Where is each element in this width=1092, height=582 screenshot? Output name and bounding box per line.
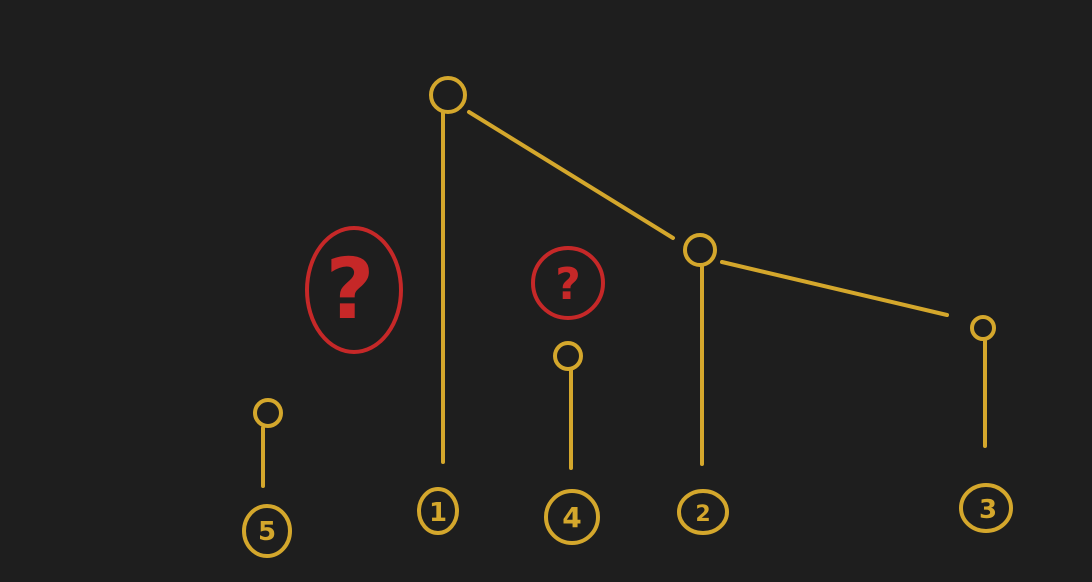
label-circle bbox=[417, 487, 459, 535]
stack-connections bbox=[467, 110, 949, 317]
element-label: 1 bbox=[429, 498, 447, 528]
node-head bbox=[429, 76, 467, 114]
element-label: 4 bbox=[562, 501, 581, 534]
stack-element-1: 1 bbox=[417, 76, 467, 535]
node-head bbox=[683, 233, 717, 267]
node-head bbox=[970, 315, 996, 341]
stack-element-2: 2 bbox=[677, 233, 729, 535]
question-circle bbox=[305, 226, 403, 354]
stack-element-3: 3 bbox=[959, 315, 1013, 533]
question-annotation-small: ? bbox=[531, 246, 605, 320]
element-label: 2 bbox=[695, 502, 710, 527]
question-mark: ? bbox=[326, 240, 375, 338]
connector-1-2 bbox=[467, 110, 675, 240]
pending-element-4: 4 bbox=[544, 341, 600, 545]
question-annotation-large: ? bbox=[305, 226, 403, 354]
question-mark: ? bbox=[555, 259, 581, 310]
label-circle bbox=[677, 489, 729, 535]
label-circle bbox=[959, 483, 1013, 533]
node-head bbox=[553, 341, 583, 371]
connector-2-3 bbox=[720, 260, 949, 317]
node-head bbox=[253, 398, 283, 428]
element-label: 5 bbox=[258, 517, 276, 547]
element-label: 3 bbox=[979, 495, 997, 525]
question-circle bbox=[531, 246, 605, 320]
pending-element-5: 5 bbox=[242, 398, 292, 558]
label-circle bbox=[544, 489, 600, 545]
label-circle bbox=[242, 504, 292, 558]
